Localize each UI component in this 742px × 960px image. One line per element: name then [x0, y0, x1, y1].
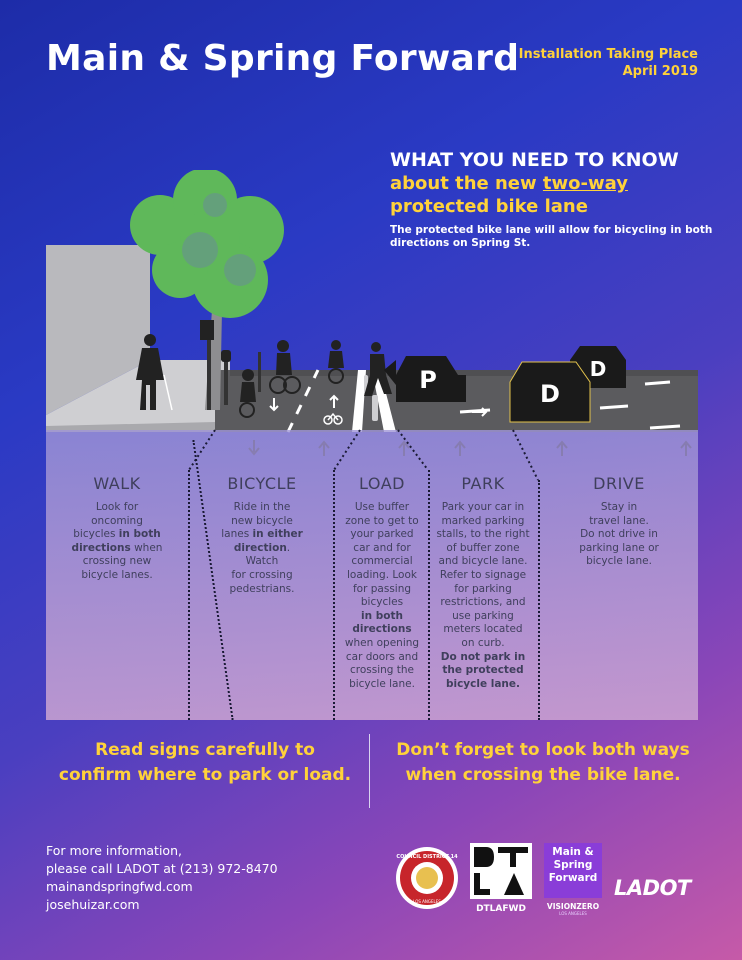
bike-lane-arrow [269, 398, 279, 412]
column-divider [538, 480, 540, 720]
visionzero-text: VISIONZERO [546, 902, 600, 911]
tree-foliage [130, 170, 284, 318]
need-heading: WHAT YOU NEED TO KNOW [390, 149, 679, 171]
cyclist-figure [239, 369, 256, 418]
street-sign [200, 320, 214, 340]
building-wall [46, 245, 150, 415]
column-walk: WALK Look for oncoming bicycles in both … [46, 430, 188, 720]
column-bicycle: BICYCLE Ride in the new bicycle lanes in… [192, 430, 332, 720]
travel-arrow [472, 407, 488, 417]
msf-line: Spring [553, 859, 593, 871]
footer-left-line: confirm where to park or load. [58, 765, 352, 785]
column-title: WALK [93, 474, 141, 493]
cyclist-figure [328, 340, 344, 384]
footer-right-line: Don’t forget to look both ways [396, 740, 690, 760]
msf-line: Main & [552, 846, 594, 858]
column-title: LOAD [359, 474, 405, 493]
column-title: DRIVE [593, 474, 645, 493]
need-description: The protected bike lane will allow for b… [390, 224, 713, 249]
footer-message-right: Don’t forget to look both ways when cros… [378, 738, 708, 788]
loading-person [364, 342, 392, 396]
parked-car: P [384, 356, 466, 402]
dtla-caption: DTLAFWD [476, 904, 526, 914]
column-title: BICYCLE [227, 474, 297, 493]
msf-line: Forward [548, 872, 598, 884]
contact-info: For more information, please call LADOT … [46, 842, 278, 914]
council-district-seal-logo: COUNCIL DISTRICT 14 LOS ANGELES [396, 847, 458, 909]
footer-right-line: when crossing the bike lane. [405, 765, 681, 785]
drive-letter: D [540, 380, 560, 408]
need-subheading-line2: protected bike lane [390, 196, 588, 217]
ladot-logo: LADOT [614, 876, 691, 900]
info-phone: please call LADOT at (213) 972-8470 [46, 861, 278, 876]
parking-meter [258, 352, 261, 392]
need-subheading: about the new two-way [390, 172, 720, 195]
installation-date: April 2019 [622, 64, 698, 79]
parking-meter-head [221, 350, 231, 362]
curb [46, 422, 230, 432]
column-text: Use buffer zone to get to your parked ca… [344, 501, 420, 690]
column-drive: DRIVE Stay in travel lane. Do not drive … [540, 430, 698, 720]
column-text: Look for oncoming bicycles in both direc… [71, 501, 163, 581]
buffer-line [372, 370, 396, 432]
info-website[interactable]: mainandspringfwd.com [46, 879, 193, 894]
council-seal-text-bottom: LOS ANGELES [413, 899, 441, 904]
column-text: Stay in travel lane. Do not drive in par… [579, 501, 659, 568]
footer-left-line: Read signs carefully to [95, 740, 315, 760]
divider-connectors [188, 429, 539, 481]
lane-info-panel: WALK Look for oncoming bicycles in both … [46, 430, 698, 720]
main-spring-forward-logo: Main & Spring Forward VISIONZERO LOS ANG… [544, 843, 602, 916]
column-park: PARK Park your car in marked parking sta… [429, 430, 537, 720]
parking-meter [224, 355, 228, 405]
column-divider [333, 470, 335, 720]
buffer-line [352, 370, 366, 432]
info-website[interactable]: josehuizar.com [46, 897, 140, 912]
column-text: Ride in the new bicycle lanes in either … [221, 501, 303, 595]
bike-lane-symbol [323, 412, 343, 425]
column-title: PARK [461, 474, 505, 493]
info-line: For more information, [46, 843, 182, 858]
installation-line: Installation Taking Place [518, 47, 698, 62]
drive-letter: D [590, 357, 607, 381]
need-subheading-pre: about the new [390, 173, 543, 194]
footer-message-left: Read signs carefully to confirm where to… [40, 738, 370, 788]
column-divider [428, 470, 430, 720]
page-title: Main & Spring Forward [46, 38, 520, 79]
cyclist-figure [269, 340, 301, 394]
sidewalk [46, 360, 230, 430]
dtla-forward-logo: DTLAFWD [470, 843, 532, 914]
footer-divider [369, 734, 370, 808]
tree-foliage-shade [182, 193, 256, 286]
what-you-need-to-know: WHAT YOU NEED TO KNOW about the new two-… [390, 148, 720, 250]
visionzero-subtext: LOS ANGELES [559, 911, 587, 916]
column-load: LOAD Use buffer zone to get to your park… [335, 430, 429, 720]
street-scene-illustration: P D D [46, 170, 698, 456]
council-seal-text-top: COUNCIL DISTRICT 14 [396, 854, 458, 860]
bike-lane-arrow [329, 394, 339, 408]
pedestrian-figure [136, 334, 173, 411]
sign-post [207, 320, 211, 410]
column-text: Park your car in marked parking stalls, … [436, 501, 530, 690]
need-subheading-emphasis: two-way [542, 173, 628, 194]
column-divider [188, 470, 190, 720]
drive-car-near: D [509, 361, 591, 423]
parking-letter: P [419, 366, 437, 394]
installation-notice: Installation Taking Place April 2019 [519, 46, 698, 80]
